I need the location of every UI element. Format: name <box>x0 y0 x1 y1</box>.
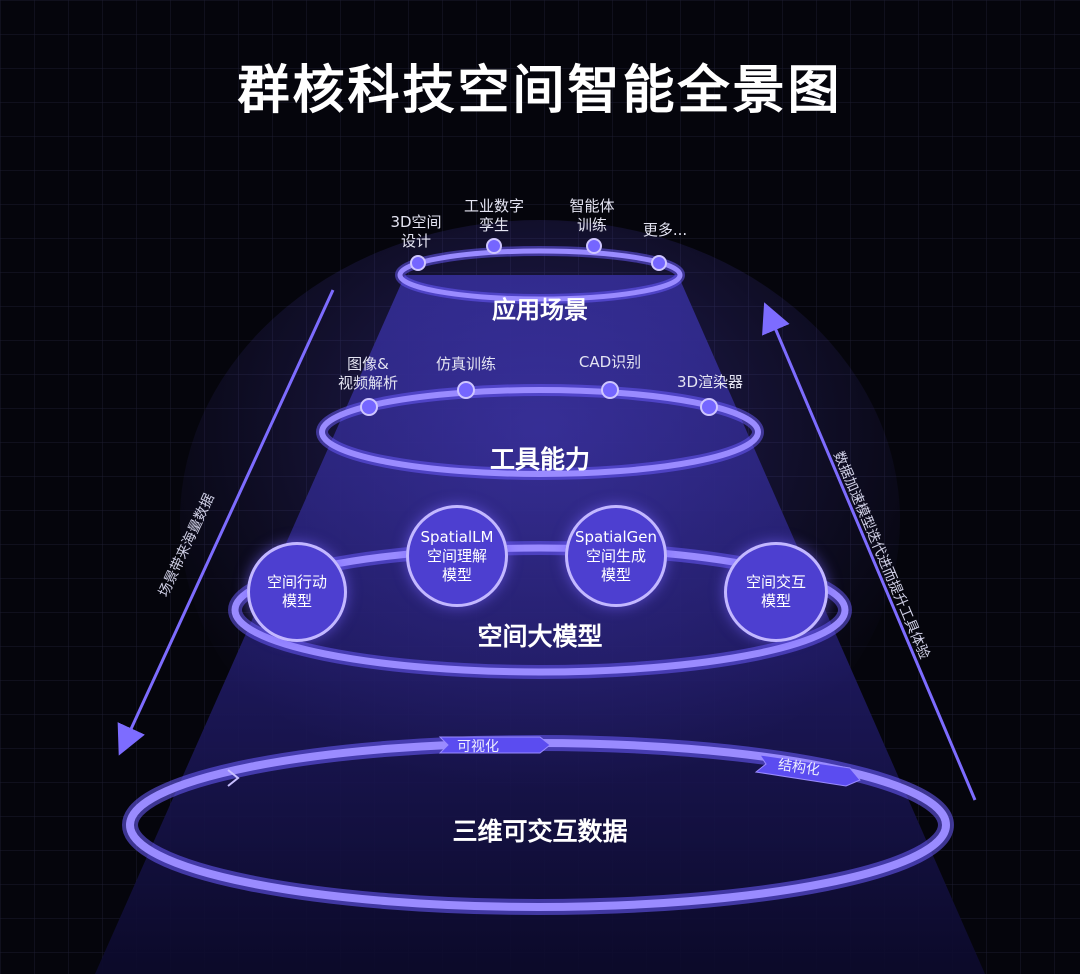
tool-item-label: 3D渲染器 <box>676 373 744 391</box>
scene-item-label: 更多... <box>642 221 688 239</box>
layer-title-scenes: 应用场景 <box>492 296 588 324</box>
model-node-spatial-interaction: 空间交互模型 <box>724 542 828 642</box>
tool-item-label: CAD识别 <box>578 353 642 371</box>
scene-item-label: 3D空间设计 <box>390 213 442 250</box>
page-title: 群核科技空间智能全景图 <box>237 61 843 121</box>
scene-item-label: 工业数字孪生 <box>463 197 524 234</box>
layer-title-models: 空间大模型 <box>477 622 603 651</box>
layer-title-data: 三维可交互数据 <box>452 817 628 846</box>
layer-title-tools: 工具能力 <box>489 445 590 474</box>
flow-label-visualize: 可视化 <box>457 739 499 755</box>
model-node-spatial-action: 空间行动模型 <box>247 542 347 642</box>
tool-item-label: 仿真训练 <box>435 355 496 373</box>
scene-item-label: 智能体训练 <box>569 197 615 234</box>
tool-item-label: 图像&视频解析 <box>337 355 398 392</box>
